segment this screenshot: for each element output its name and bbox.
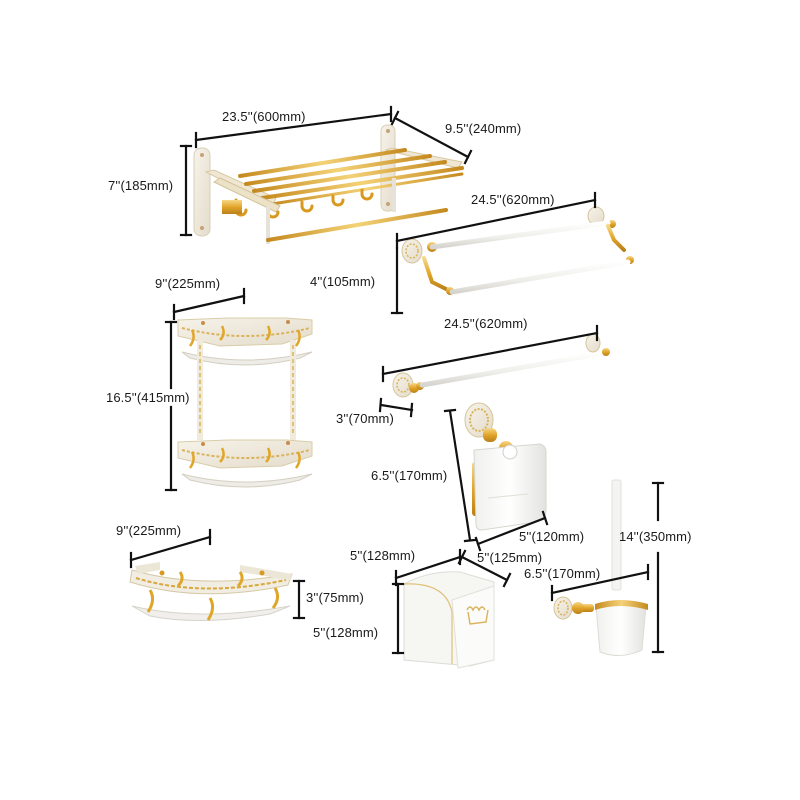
single-corner-basket-drawing [129, 562, 293, 622]
toilet-paper-holder-drawing [464, 402, 547, 531]
brush-holder-depth-label: 6.5''(170mm) [524, 566, 601, 581]
single-bar-width-label: 24.5''(620mm) [444, 316, 528, 331]
folding-towel-rack-drawing [193, 124, 464, 244]
double-towel-bar-drawing [401, 206, 634, 295]
rack-depth-label: 9.5''(240mm) [445, 121, 522, 136]
paper-holder-height-label: 6.5''(170mm) [371, 468, 448, 483]
paper-box-height-label: 5''(128mm) [313, 625, 379, 640]
corner-shelf-width-label: 9''(225mm) [155, 276, 221, 291]
paper-holder-width-label: 5''(120mm) [519, 529, 585, 544]
two-tier-corner-shelf-drawing [177, 317, 313, 488]
single-bar-depth-label: 3''(70mm) [336, 411, 394, 426]
enclosed-paper-box-drawing [403, 571, 495, 669]
rack-width-label: 23.5''(600mm) [222, 109, 306, 124]
paper-box-depth-label: 5''(125mm) [477, 550, 543, 565]
dimension-lines [129, 105, 665, 655]
double-bar-height-label: 4''(105mm) [310, 274, 376, 289]
corner-basket-width-label: 9''(225mm) [116, 523, 182, 538]
paper-box-width-label: 5''(128mm) [350, 548, 416, 563]
corner-shelf-height-label: 16.5''(415mm) [106, 390, 190, 405]
toilet-brush-holder-drawing [553, 479, 648, 656]
brush-holder-height-label: 14''(350mm) [619, 529, 692, 544]
double-bar-width-label: 24.5''(620mm) [471, 192, 555, 207]
corner-basket-height-label: 3''(75mm) [306, 590, 364, 605]
rack-height-label: 7''(185mm) [108, 178, 174, 193]
